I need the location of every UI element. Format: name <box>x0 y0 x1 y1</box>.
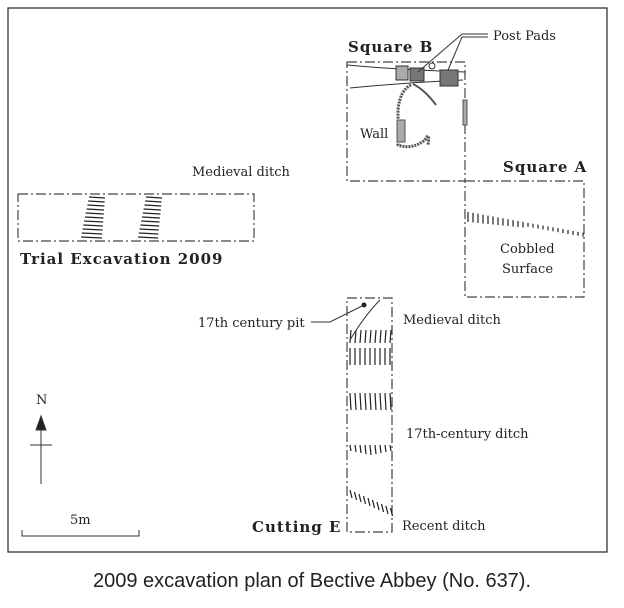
medieval-ditch-trial-label: Medieval ditch <box>192 165 291 180</box>
hachure-mark <box>369 444 372 456</box>
hachure-mark <box>139 228 159 231</box>
hachure-mark <box>364 392 367 411</box>
hachure-mark <box>137 236 159 239</box>
hachure-mark <box>364 444 367 455</box>
north-arrow <box>30 414 52 484</box>
figure-border <box>7 7 608 553</box>
hachure-mark <box>84 216 104 219</box>
hachure-mark <box>80 236 103 239</box>
trial-excavation-outline <box>17 193 255 242</box>
hachure-mark <box>141 216 161 219</box>
medieval-ditch-cutting-label: Medieval ditch <box>403 313 502 328</box>
figure-caption: 2009 excavation plan of Bective Abbey (N… <box>92 570 532 592</box>
hachure-mark <box>374 392 377 411</box>
wall-feature <box>396 83 468 149</box>
hachure-mark <box>379 329 382 344</box>
hachure-mark <box>359 392 362 411</box>
hachure-mark <box>359 444 362 454</box>
hachure-mark <box>384 329 387 344</box>
hachure-mark <box>145 200 162 203</box>
hachure-mark <box>349 329 352 344</box>
hachure-mark <box>374 329 377 344</box>
square-b-outline <box>346 61 466 182</box>
hachure-mark <box>371 499 376 509</box>
post-pads-leader <box>417 33 488 73</box>
hachure-mark <box>379 392 382 411</box>
hachure-mark <box>364 329 367 344</box>
hachure-mark <box>88 200 105 203</box>
post-pads-features <box>346 62 466 89</box>
hachure-mark <box>354 392 357 411</box>
hachure-mark <box>385 505 389 515</box>
hachure-mark <box>389 444 392 452</box>
square-a-label: Square A <box>503 158 587 176</box>
pit-label: 17th century pit <box>198 316 305 331</box>
hachure-mark <box>359 329 362 344</box>
hachure-mark <box>353 491 358 501</box>
pit-feature <box>311 299 381 341</box>
recent-ditch-label: Recent ditch <box>402 519 486 534</box>
hachure-mark <box>88 196 106 199</box>
hachure-mark <box>384 392 387 411</box>
hachure-mark <box>349 489 353 499</box>
hachure-mark <box>374 444 377 455</box>
hachure-mark <box>81 232 103 235</box>
hachure-mark <box>379 444 382 454</box>
hachure-mark <box>138 232 159 235</box>
north-label: N <box>36 393 47 408</box>
hachure-mark <box>369 329 372 344</box>
hachure-mark <box>358 493 362 503</box>
hachure-mark <box>85 212 104 215</box>
square-b-label: Square B <box>348 38 433 56</box>
hachure-mark <box>367 497 371 507</box>
hachure-mark <box>142 212 161 215</box>
ditch-hachures <box>80 196 584 517</box>
wall-label: Wall <box>360 127 388 142</box>
hachure-mark <box>144 204 162 207</box>
scale-bar <box>21 530 140 537</box>
hachure-mark <box>84 220 104 223</box>
hachure-mark <box>83 224 103 227</box>
cutting-e-label: Cutting E <box>252 518 341 536</box>
cobbled-label: Cobbled <box>500 242 555 257</box>
hachure-mark <box>141 220 160 223</box>
hachure-mark <box>145 196 163 199</box>
hachure-mark <box>82 228 103 231</box>
hachure-mark <box>380 503 385 513</box>
seventeenth-century-ditch-label: 17th-century ditch <box>406 427 529 442</box>
hachure-mark <box>143 208 161 211</box>
hachure-mark <box>389 392 392 411</box>
hachure-mark <box>389 329 392 344</box>
hachure-mark <box>140 224 160 227</box>
cutting-e-outline <box>346 297 393 533</box>
hachure-mark <box>389 507 394 517</box>
surface-label: Surface <box>502 262 553 277</box>
hachure-mark <box>354 329 357 344</box>
post-pads-label: Post Pads <box>493 29 556 44</box>
square-a-outline <box>464 180 585 298</box>
scale-label: 5m <box>70 513 91 528</box>
hachure-mark <box>362 495 367 505</box>
hachure-mark <box>369 392 372 411</box>
hachure-mark <box>349 444 352 452</box>
hachure-mark <box>376 501 380 511</box>
hachure-mark <box>349 392 352 411</box>
hachure-mark <box>86 208 105 211</box>
hachure-mark <box>384 444 387 453</box>
hachure-mark <box>354 444 357 453</box>
hachure-mark <box>87 204 105 207</box>
trial-excavation-label: Trial Excavation 2009 <box>20 250 223 268</box>
